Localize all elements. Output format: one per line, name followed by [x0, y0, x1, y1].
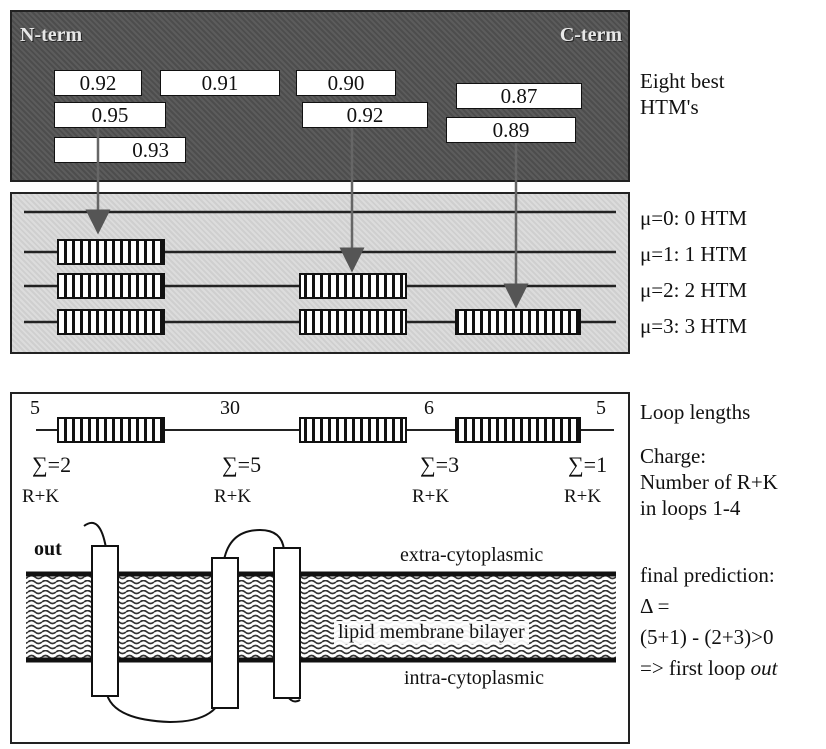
- final-prediction-caption: final prediction: Δ = (5+1) - (2+3)>0 =>…: [640, 560, 777, 684]
- loop-length: 5: [30, 397, 40, 420]
- best-htm-caption: Eight best HTM's: [640, 68, 725, 120]
- mu-line: μ=2: 2 HTM: [640, 272, 747, 308]
- out-label: out: [30, 538, 66, 561]
- rk-label: R+K: [22, 486, 59, 508]
- intra-cytoplasmic-label: intra-cytoplasmic: [400, 667, 548, 690]
- caption-line: (5+1) - (2+3)>0: [640, 622, 777, 653]
- mu-legend: μ=0: 0 HTM μ=1: 1 HTM μ=2: 2 HTM μ=3: 3 …: [640, 200, 747, 344]
- rk-label: R+K: [564, 486, 601, 508]
- loop-charge-sum: ∑=3: [420, 452, 459, 478]
- caption-line: in loops 1-4: [640, 495, 778, 521]
- caption-line: Eight best: [640, 68, 725, 94]
- loop-lengths-caption: Loop lengths: [640, 399, 750, 425]
- rk-label: R+K: [214, 486, 251, 508]
- loop-charge-sum: ∑=5: [222, 452, 261, 478]
- caption-line: Number of R+K: [640, 469, 778, 495]
- caption-line: HTM's: [640, 94, 725, 120]
- loop-length: 6: [424, 397, 434, 420]
- caption-emphasis: out: [751, 656, 778, 680]
- loop-charge-sum: ∑=1: [568, 452, 607, 478]
- loop-charge-sum: ∑=2: [32, 452, 71, 478]
- mu-line: μ=3: 3 HTM: [640, 308, 747, 344]
- loop-length: 5: [596, 397, 606, 420]
- bilayer-label: lipid membrane bilayer: [334, 621, 529, 644]
- loop-topology: [36, 418, 614, 442]
- loop-length: 30: [220, 397, 240, 420]
- rk-label: R+K: [412, 486, 449, 508]
- mu-line: μ=1: 1 HTM: [640, 236, 747, 272]
- caption-line: Δ =: [640, 591, 777, 622]
- caption-line: => first loop out: [640, 653, 777, 684]
- mu-line: μ=0: 0 HTM: [640, 200, 747, 236]
- extra-cytoplasmic-label: extra-cytoplasmic: [396, 544, 547, 567]
- charge-caption: Charge: Number of R+K in loops 1-4: [640, 443, 778, 521]
- topology-lines: [24, 212, 616, 322]
- caption-line: Charge:: [640, 443, 778, 469]
- caption-text: => first loop: [640, 656, 751, 680]
- caption-line: final prediction:: [640, 560, 777, 591]
